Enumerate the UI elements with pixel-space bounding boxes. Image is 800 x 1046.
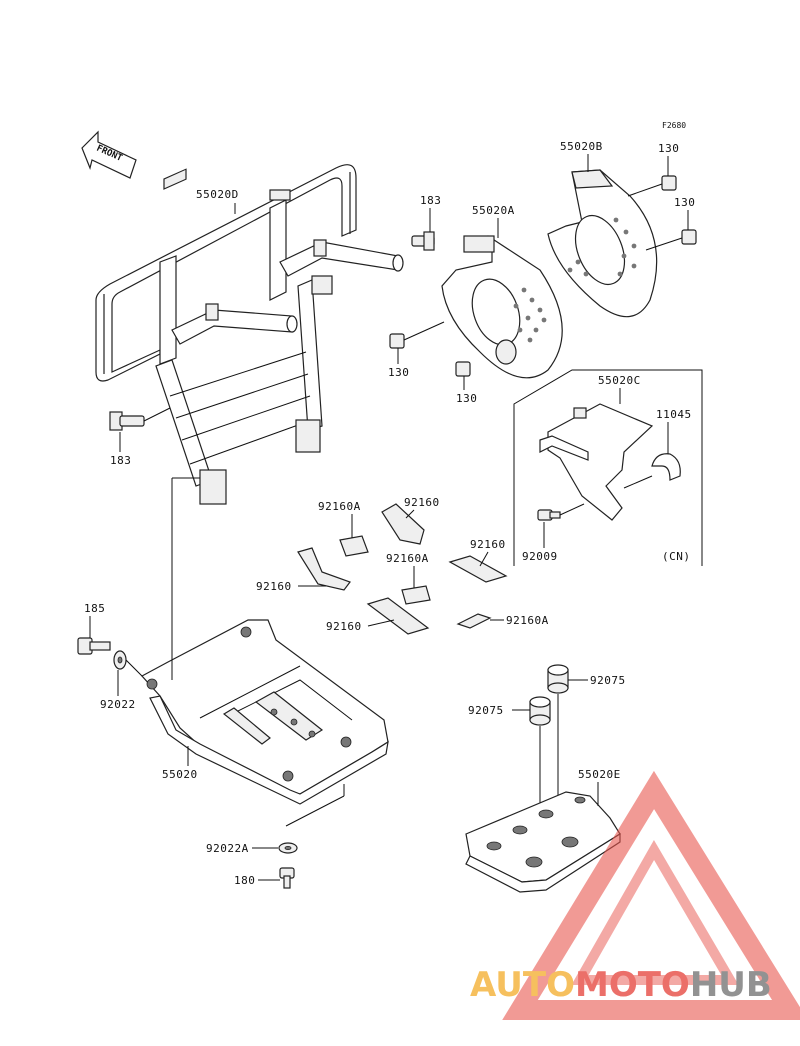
figure-code: F2680: [662, 121, 686, 130]
front-arrow-icon: FRONT: [81, 130, 137, 179]
bolt-icon: [681, 229, 697, 245]
svg-text:AUTOMOTOHUB: AUTOMOTOHUB: [470, 965, 772, 1005]
label-92075-a: 92075: [590, 674, 626, 687]
screw-icon: [537, 509, 561, 521]
label-130-a: 130: [658, 142, 679, 155]
cover-55020C: [539, 403, 654, 521]
label-183-bottom: 183: [110, 454, 131, 467]
disc-cover-55020B: [547, 169, 658, 318]
watermark-hub: HUB: [690, 965, 772, 1005]
collar-icon: [529, 696, 551, 726]
label-92009: 92009: [522, 550, 558, 563]
label-130-b: 130: [674, 196, 695, 209]
label-130-d: 130: [456, 392, 477, 405]
bolt-icon: [279, 867, 295, 889]
bolt-icon: [109, 411, 145, 431]
watermark-logo: AUTOMOTOHUB: [470, 770, 800, 1020]
bolt-icon: [77, 637, 111, 655]
label-92160-c: 92160: [256, 580, 292, 593]
label-130-c: 130: [388, 366, 409, 379]
pad-group: [297, 503, 508, 635]
label-55020A: 55020A: [472, 204, 515, 217]
label-55020B: 55020B: [560, 140, 603, 153]
skid-plate-55020: [141, 619, 389, 805]
bolt-icon: [389, 333, 405, 349]
clamp-11045: [651, 453, 681, 481]
label-55020: 55020: [162, 768, 198, 781]
label-92160A-a: 92160A: [318, 500, 361, 513]
cn-variant-box: [513, 369, 703, 566]
label-55020C: 55020C: [598, 374, 641, 387]
label-55020D: 55020D: [196, 188, 239, 201]
label-185: 185: [84, 602, 105, 615]
label-92160-b: 92160: [470, 538, 506, 551]
label-180: 180: [234, 874, 255, 887]
label-92022: 92022: [100, 698, 136, 711]
bolt-icon: [455, 361, 471, 377]
bolt-icon: [411, 231, 435, 251]
label-92160A-c: 92160A: [506, 614, 549, 627]
label-11045: 11045: [656, 408, 692, 421]
label-92160-a: 92160: [404, 496, 440, 509]
bolt-icon: [661, 175, 677, 191]
washer-icon: [278, 842, 298, 854]
label-55020E: 55020E: [578, 768, 621, 781]
label-92022A: 92022A: [206, 842, 249, 855]
washer-icon: [113, 650, 127, 670]
front-guard-tube: [95, 164, 404, 505]
label-92160-d: 92160: [326, 620, 362, 633]
watermark-auto: AUTO: [470, 965, 575, 1005]
watermark-moto: MOTO: [575, 965, 690, 1005]
region-note-cn: (CN): [662, 550, 691, 563]
label-92075-b: 92075: [468, 704, 504, 717]
disc-cover-55020A: [441, 235, 563, 379]
collar-icon: [547, 664, 569, 694]
label-92160A-b: 92160A: [386, 552, 429, 565]
label-183-top: 183: [420, 194, 441, 207]
